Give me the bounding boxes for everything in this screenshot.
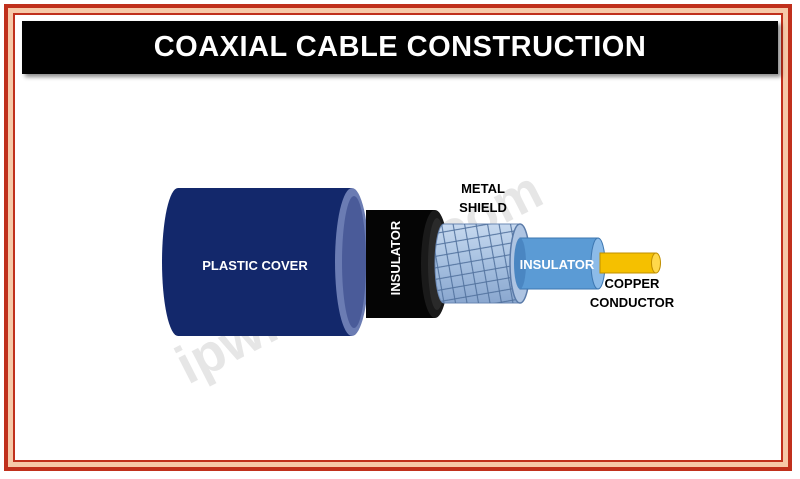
title-bar: COAXIAL CABLE CONSTRUCTION (22, 21, 778, 74)
page-title: COAXIAL CABLE CONSTRUCTION (153, 31, 647, 63)
plastic-cover (162, 188, 369, 336)
copper-conductor (599, 252, 661, 274)
label-metal-shield-line1: METAL (461, 181, 505, 196)
label-plastic-cover: PLASTIC COVER (202, 258, 308, 273)
middle-frame (8, 8, 788, 467)
label-copper-line2: CONDUCTOR (590, 295, 675, 310)
label-insulator-outer: INSULATOR (388, 220, 403, 295)
outer-frame (4, 4, 792, 471)
label-copper-line1: COPPER (605, 276, 661, 291)
inner-insulator (514, 237, 606, 290)
label-metal-shield-line2: SHIELD (459, 200, 507, 215)
label-insulator-inner: INSULATOR (520, 257, 595, 272)
